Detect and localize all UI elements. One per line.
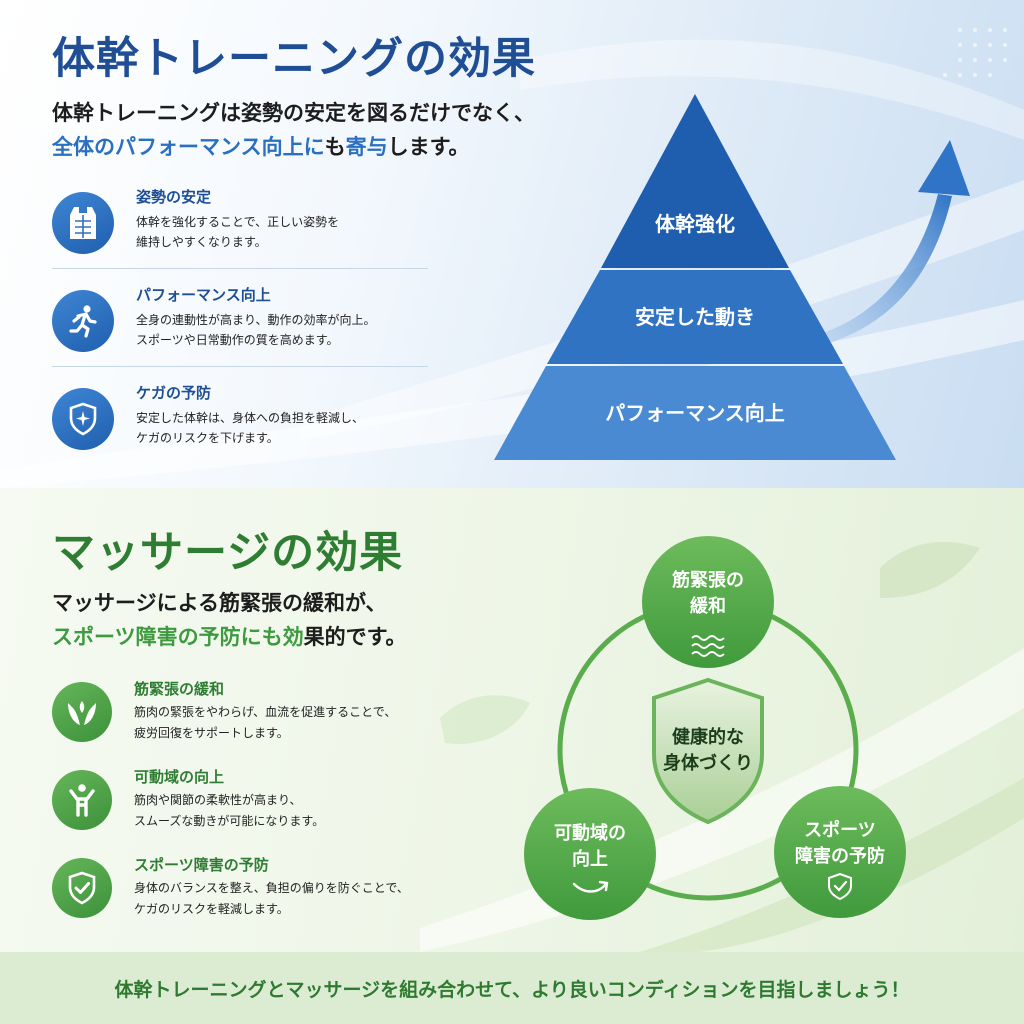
center-label-line2: 身体づくり xyxy=(663,752,753,774)
training-lead: 体幹トレーニングは姿勢の安定を図るだけでなく、 全体のパフォーマンス向上にも寄与… xyxy=(52,96,535,164)
footer-banner: 体幹トレーニングとマッサージを組み合わせて、より良いコンディションを目指しましょ… xyxy=(0,952,1024,1024)
shield-icon xyxy=(52,388,114,450)
item-title: 姿勢の安定 xyxy=(136,188,212,206)
center-label-line1: 健康的な xyxy=(672,726,744,748)
wave-icon xyxy=(691,635,725,657)
massage-section: マッサージの効果 マッサージによる筋緊張の緩和が、 スポーツ障害の予防にも効果的… xyxy=(0,488,1024,952)
massage-lead-line1: マッサージによる筋緊張の緩和が、 xyxy=(52,591,387,615)
item-title: パフォーマンス向上 xyxy=(136,286,271,304)
desc-line: 安定した体幹は、身体への負担を軽減し、 xyxy=(136,411,365,425)
lead-text: します。 xyxy=(387,135,470,159)
desc-line: ケガのリスクを下げます。 xyxy=(136,431,279,445)
growth-arrow-icon xyxy=(820,140,970,344)
runner-icon xyxy=(52,290,114,352)
footer-text: 体幹トレーニングとマッサージを組み合わせて、より良いコンディションを目指しましょ… xyxy=(114,978,910,1001)
item-title: 筋緊張の緩和 xyxy=(134,680,225,698)
desc-line: ケガのリスクを軽減します。 xyxy=(134,902,289,916)
desc-line: 体幹を強化することで、正しい姿勢を xyxy=(136,215,340,229)
divider xyxy=(52,268,428,269)
item-description: 安定した体幹は、身体への負担を軽減し、 ケガのリスクを下げます。 xyxy=(136,408,364,448)
training-item-injury-prevention: ケガの予防 安定した体幹は、身体への負担を軽減し、 ケガのリスクを下げます。 xyxy=(52,380,428,468)
hands-icon xyxy=(52,682,112,742)
vest-icon xyxy=(52,192,114,254)
pyramid-label-bottom: パフォーマンス向上 xyxy=(605,401,785,425)
leaf-icon xyxy=(880,542,980,598)
massage-lead: マッサージによる筋緊張の緩和が、 スポーツ障害の予防にも効果的です。 xyxy=(52,586,407,654)
massage-item-relief: 筋緊張の緩和 筋肉の緊張をやわらげ、血流を促進することで、 疲労回復をサポートし… xyxy=(52,678,452,758)
training-item-performance: パフォーマンス向上 全身の連動性が高まり、動作の効率が向上。 スポーツや日常動作… xyxy=(52,282,428,370)
node-label: 筋緊張の xyxy=(672,569,744,591)
desc-line: 全身の連動性が高まり、動作の効率が向上。 xyxy=(136,313,376,327)
item-description: 身体のバランスを整え、負担の偏りを防ぐことで、 ケガのリスクを軽減します。 xyxy=(134,878,409,920)
desc-line: 身体のバランスを整え、負担の偏りを防ぐことで、 xyxy=(134,881,409,895)
pyramid-label-top: 体幹強化 xyxy=(655,212,735,236)
massage-item-range: 可動域の向上 筋肉や関節の柔軟性が高まり、 スムーズな動きが可能になります。 xyxy=(52,766,452,846)
node-label: スポーツ xyxy=(804,819,876,841)
divider xyxy=(52,366,428,367)
pyramid-tier-bottom xyxy=(494,366,896,460)
lead-text: も xyxy=(324,135,346,159)
shield-check-icon xyxy=(828,872,852,901)
node-label: 向上 xyxy=(572,848,608,870)
item-title: 可動域の向上 xyxy=(134,768,225,786)
pyramid-label-middle: 安定した動き xyxy=(635,305,755,329)
massage-title: マッサージの効果 xyxy=(52,528,404,578)
training-item-posture: 姿勢の安定 体幹を強化することで、正しい姿勢を 維持しやすくなります。 xyxy=(52,184,428,272)
item-description: 筋肉や関節の柔軟性が高まり、 スムーズな動きが可能になります。 xyxy=(134,790,324,832)
lead-highlight: 全体のパフォーマンス向上に xyxy=(52,135,325,159)
item-description: 体幹を強化することで、正しい姿勢を 維持しやすくなります。 xyxy=(136,212,339,252)
massage-lead-line2: スポーツ障害の予防にも効果的です。 xyxy=(52,620,407,654)
pyramid-tier-top xyxy=(601,94,789,268)
lead-highlight: スポーツ障害の予防にも効 xyxy=(52,625,304,649)
lead-text: 果的です。 xyxy=(303,625,407,649)
node-label: 可動域の xyxy=(554,822,626,844)
pyramid-tier-middle xyxy=(547,270,843,364)
leaf-icon xyxy=(440,695,530,744)
pyramid-diagram: 体幹強化 安定した動き パフォーマンス向上 xyxy=(494,94,896,460)
node-label: 緩和 xyxy=(690,595,726,617)
cycle-node-range xyxy=(524,788,656,920)
person-stretch-icon xyxy=(52,770,112,830)
desc-line: 筋肉や関節の柔軟性が高まり、 xyxy=(134,793,302,807)
node-label: 障害の予防 xyxy=(795,845,885,867)
item-description: 筋肉の緊張をやわらげ、血流を促進することで、 疲労回復をサポートします。 xyxy=(134,702,396,744)
desc-line: スポーツや日常動作の質を高めます。 xyxy=(136,333,339,347)
desc-line: スムーズな動きが可能になります。 xyxy=(134,814,325,828)
lead-highlight: 寄与 xyxy=(345,135,388,159)
item-title: ケガの予防 xyxy=(136,384,212,402)
training-section: 体幹トレーニングの効果 体幹トレーニングは姿勢の安定を図るだけでなく、 全体のパ… xyxy=(0,0,1024,488)
center-shield xyxy=(652,677,764,825)
desc-line: 疲労回復をサポートします。 xyxy=(134,726,289,740)
cycle-diagram: 健康的な 身体づくり 筋緊張の 緩和 可動域の 向上 スポーツ 障害の予防 xyxy=(524,536,906,920)
massage-item-prevention: スポーツ障害の予防 身体のバランスを整え、負担の偏りを防ぐことで、 ケガのリスク… xyxy=(52,854,452,934)
cycle-node-prevention xyxy=(774,786,906,918)
desc-line: 筋肉の緊張をやわらげ、血流を促進することで、 xyxy=(134,705,397,719)
shield-check-icon xyxy=(52,858,112,918)
item-description: 全身の連動性が高まり、動作の効率が向上。 スポーツや日常動作の質を高めます。 xyxy=(136,310,376,350)
curved-arrow-icon xyxy=(572,880,609,893)
training-lead-line2: 全体のパフォーマンス向上にも寄与します。 xyxy=(52,130,535,164)
item-title: スポーツ障害の予防 xyxy=(134,856,269,874)
training-title: 体幹トレーニングの効果 xyxy=(52,34,536,84)
training-lead-line1: 体幹トレーニングは姿勢の安定を図るだけでなく、 xyxy=(52,101,535,125)
desc-line: 維持しやすくなります。 xyxy=(136,235,267,249)
cycle-node-relief xyxy=(642,536,774,668)
